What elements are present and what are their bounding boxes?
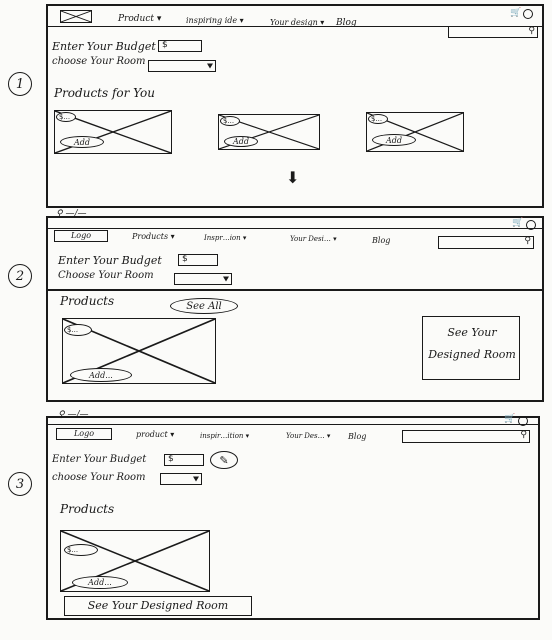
user-icon[interactable]: [523, 9, 533, 19]
section-title: Products for You: [54, 86, 156, 100]
budget-input[interactable]: $: [164, 454, 204, 466]
chevron-down-icon: [223, 276, 229, 282]
add-button[interactable]: Add...: [72, 576, 128, 589]
price-tag: $...: [64, 544, 98, 556]
nav-blog[interactable]: Blog: [372, 236, 391, 245]
section-title: Products: [60, 294, 115, 308]
add-button[interactable]: Add...: [70, 368, 132, 382]
nav-products[interactable]: Products ▾: [132, 232, 175, 241]
wireframe-2: [46, 216, 544, 402]
logo[interactable]: Logo: [54, 230, 108, 242]
budget-label: Enter Your Budget: [52, 454, 147, 465]
nav-blog[interactable]: Blog: [348, 432, 367, 441]
wireframe-1-header-rule: [46, 26, 544, 27]
nav-products[interactable]: Product ▾: [118, 14, 162, 24]
see-designed-room-button[interactable]: See Your Designed Room: [64, 596, 252, 616]
wireframe-3-number: 3: [8, 472, 32, 496]
wireframe-2-header-rule: [46, 228, 544, 229]
chevron-down-icon: [193, 476, 199, 482]
user-status: ⚲ —/—: [58, 410, 89, 420]
nav-inspiring[interactable]: inspiring ide ▾: [186, 16, 244, 25]
search-input[interactable]: ⚲: [438, 236, 534, 249]
nav-blog[interactable]: Blog: [336, 18, 357, 28]
add-button[interactable]: Add: [60, 136, 104, 148]
room-select[interactable]: [160, 473, 202, 485]
room-select[interactable]: [174, 273, 232, 285]
add-button[interactable]: Add: [372, 134, 416, 146]
logo-placeholder-icon: [61, 11, 91, 22]
section-title: Products: [60, 502, 115, 516]
see-designed-room-box[interactable]: [422, 316, 520, 380]
room-label: Choose Your Room: [58, 270, 154, 281]
nav-your-design[interactable]: Your design ▾: [270, 18, 325, 27]
budget-input[interactable]: $: [158, 40, 202, 52]
nav-inspiration[interactable]: inspir…ition ▾: [200, 432, 250, 440]
budget-input[interactable]: $: [178, 254, 218, 266]
see-all-button[interactable]: See All: [170, 298, 238, 314]
cart-icon[interactable]: 🛒: [510, 8, 522, 18]
search-icon[interactable]: ⚲: [524, 236, 531, 246]
wireframe-2-number: 2: [8, 264, 32, 288]
search-icon[interactable]: ⚲: [528, 26, 535, 36]
room-select[interactable]: [148, 60, 216, 72]
section-divider: [46, 289, 544, 291]
search-input[interactable]: ⚲: [402, 430, 530, 443]
nav-products[interactable]: product ▾: [136, 430, 175, 439]
price-tag: $...: [64, 324, 92, 336]
wireframe-1-logo[interactable]: [60, 10, 92, 23]
wireframe-1-number: 1: [8, 72, 32, 96]
add-button[interactable]: Add: [224, 136, 258, 147]
cart-icon[interactable]: 🛒: [504, 414, 516, 424]
down-arrow-icon[interactable]: ⬇: [286, 168, 300, 187]
user-status: ⚲ —/—: [56, 209, 87, 219]
wireframe-3-header-rule: [46, 424, 540, 425]
pencil-icon[interactable]: ✎: [210, 451, 238, 469]
user-icon[interactable]: [518, 416, 528, 426]
chevron-down-icon: [207, 63, 213, 69]
cart-icon[interactable]: 🛒: [512, 218, 524, 228]
nav-your-design[interactable]: Your Des… ▾: [286, 432, 331, 440]
search-icon[interactable]: ⚲: [520, 430, 527, 440]
search-input[interactable]: ⚲: [448, 26, 538, 38]
price-tag: $...: [56, 112, 76, 122]
wireframe-3: [46, 416, 540, 620]
room-label: choose Your Room: [52, 472, 146, 483]
price-tag: $...: [220, 116, 240, 126]
user-icon[interactable]: [526, 220, 536, 230]
budget-label: Enter Your Budget: [52, 40, 156, 53]
price-tag: $...: [368, 114, 388, 124]
see-designed-room-label: See Your Designed Room: [428, 326, 516, 361]
budget-label: Enter Your Budget: [58, 254, 162, 267]
wireframe-1: [46, 4, 544, 208]
nav-inspiration[interactable]: Inspr…ion ▾: [204, 234, 247, 242]
room-label: choose Your Room: [52, 56, 146, 67]
nav-your-design[interactable]: Your Desi… ▾: [290, 235, 337, 243]
logo[interactable]: Logo: [56, 428, 112, 440]
